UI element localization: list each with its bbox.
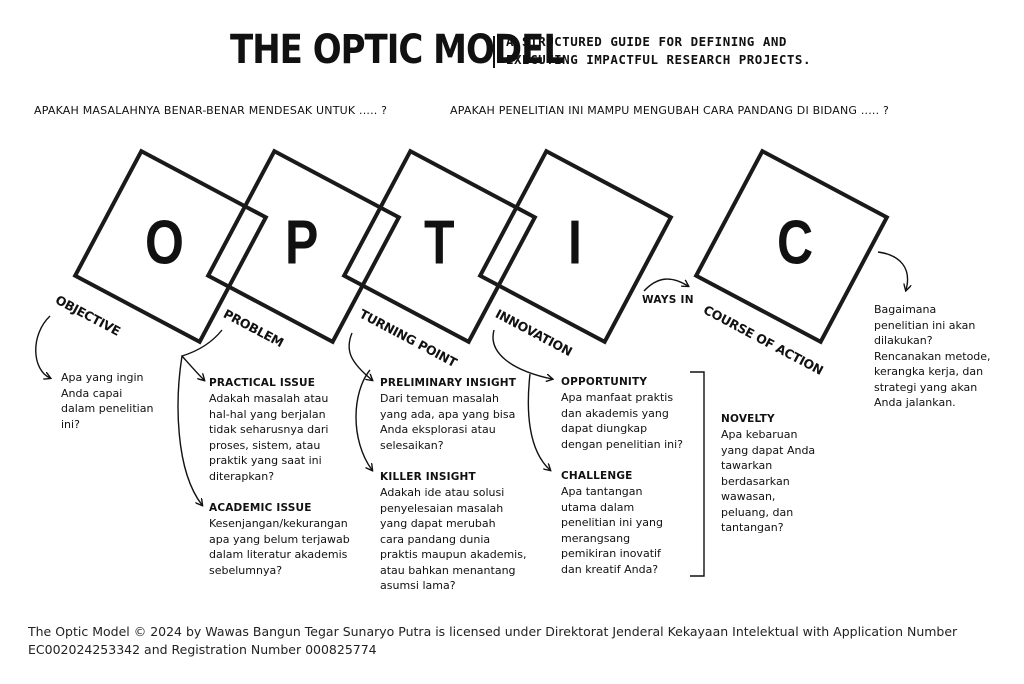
arrow-preliminary-insight	[348, 332, 372, 380]
title-divider	[493, 36, 495, 68]
license-footer: The Optic Model © 2024 by Wawas Bangun T…	[28, 624, 958, 657]
arrow-practical-issue	[180, 329, 223, 380]
arrow-challenge	[527, 373, 550, 470]
opportunity-heading: OPPORTUNITY	[561, 376, 648, 388]
letter-t: T	[424, 207, 455, 277]
letter-p: P	[285, 207, 319, 277]
killer-insight-heading: KILLER INSIGHT	[380, 471, 476, 483]
letter-o: O	[145, 207, 184, 277]
preliminary-insight-text: Dari temuan masalah yang ada, apa yang b…	[380, 392, 516, 452]
academic-issue-text: Kesenjangan/kekurangan apa yang belum te…	[209, 517, 350, 577]
arrow-course-of-action	[877, 251, 908, 290]
arrow-killer-insight	[355, 369, 372, 470]
arrow-objective	[35, 315, 50, 378]
ways-in-label: WAYS IN	[642, 294, 694, 306]
letter-i: I	[568, 207, 582, 277]
arrow-academic-issue	[177, 355, 202, 505]
opportunity-text: Apa manfaat praktis dan akademis yang da…	[561, 391, 684, 451]
letter-c: C	[777, 207, 814, 277]
question-right: APAKAH PENELITIAN INI MAMPU MENGUBAH CAR…	[450, 104, 890, 117]
challenge-heading: CHALLENGE	[561, 470, 633, 482]
arrow-opportunity	[492, 329, 552, 379]
practical-issue-heading: PRACTICAL ISSUE	[209, 377, 316, 389]
killer-insight-text: Adakah ide atau solusi penyelesaian masa…	[380, 486, 527, 592]
page-title: THE OPTIC MODEL	[230, 26, 565, 74]
novelty-heading: NOVELTY	[721, 413, 775, 425]
course-of-action-text: Bagaimana penelitian ini akan dilakukan?…	[874, 303, 991, 409]
arrow-ways-in	[643, 278, 688, 292]
page-subtitle: A STRUCTURED GUIDE FOR DEFINING AND EXEC…	[506, 34, 811, 67]
novelty-bracket	[690, 371, 705, 577]
academic-issue-heading: ACADEMIC ISSUE	[209, 502, 312, 514]
question-left: APAKAH MASALAHNYA BENAR-BENAR MENDESAK U…	[34, 104, 388, 117]
practical-issue-text: Adakah masalah atau hal-hal yang berjala…	[209, 392, 329, 483]
preliminary-insight-heading: PRELIMINARY INSIGHT	[380, 377, 517, 389]
novelty-text: Apa kebaruan yang dapat Anda tawarkan be…	[721, 428, 816, 534]
objective-text: Apa yang ingin Anda capai dalam peneliti…	[61, 371, 154, 431]
challenge-text: Apa tantangan utama dalam penelitian ini…	[561, 485, 663, 576]
